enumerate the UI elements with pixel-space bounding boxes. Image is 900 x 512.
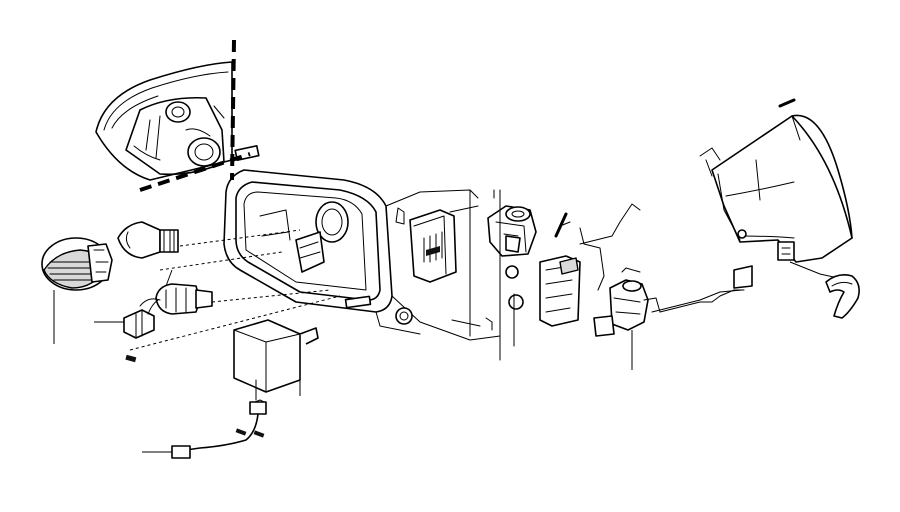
headlamp-housing [223,169,501,341]
assembly-line [179,229,301,247]
control-module [409,209,457,283]
reflector [125,96,260,176]
adjustment-motor [487,189,537,361]
marker-tick [235,428,247,436]
leveling-sensor [593,267,743,370]
wiring-harness-connector [142,319,319,459]
assembly-line [211,289,331,303]
assembly-line [159,251,283,271]
bulb [117,221,179,259]
cover-cap [41,237,113,291]
headlamp-rear-housing [659,98,853,313]
bracket [539,203,641,327]
marker-tick [125,354,137,363]
marker-tick [253,430,265,438]
cut-line-diagonal [139,152,251,192]
bulb-with-socket [139,283,213,315]
hose-connector [825,274,860,319]
assembly-line [129,295,341,351]
leader-line [165,269,173,287]
connector-plug [123,299,159,339]
cut-line-vertical [230,39,236,181]
